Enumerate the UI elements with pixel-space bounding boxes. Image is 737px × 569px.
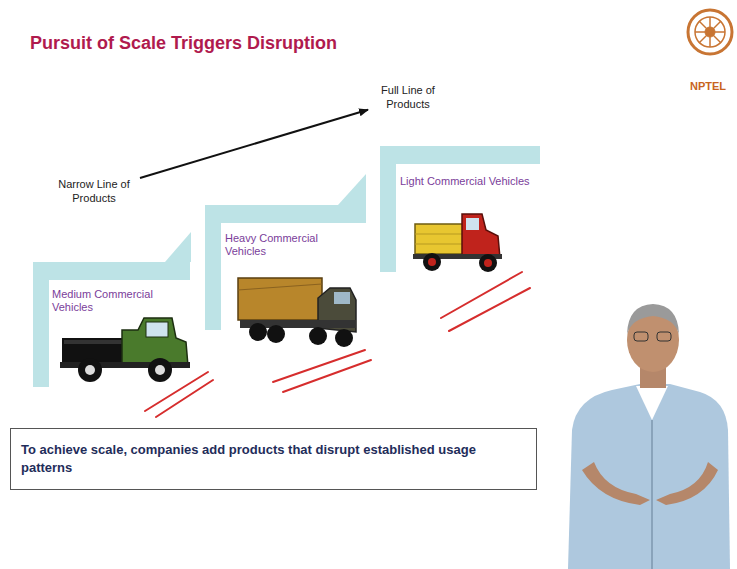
presenter xyxy=(636,386,668,420)
light-truck xyxy=(479,254,497,272)
range-label: Narrow Line of Products xyxy=(52,178,136,206)
presenter xyxy=(568,384,730,569)
light-truck xyxy=(423,253,441,271)
light-truck xyxy=(415,224,467,254)
caption-text: To achieve scale, companies add products… xyxy=(21,441,526,476)
nptel-logo xyxy=(688,10,732,54)
range-text: Full Line of Products xyxy=(372,84,444,112)
light-truck xyxy=(415,244,467,245)
semi-truck xyxy=(238,278,356,347)
step-shape xyxy=(33,262,190,387)
step-shape xyxy=(380,146,540,272)
red-underline xyxy=(145,372,208,411)
logo-text: NPTEL xyxy=(690,80,726,92)
semi-truck xyxy=(335,329,353,347)
red-underline xyxy=(441,272,522,318)
semi-truck xyxy=(238,284,322,290)
caption-box: To achieve scale, companies add products… xyxy=(10,428,537,490)
presenter xyxy=(582,462,650,505)
light-truck xyxy=(413,214,502,272)
light-truck xyxy=(462,214,500,258)
pickup-truck xyxy=(64,340,128,344)
red-underline xyxy=(449,288,530,331)
pickup-truck xyxy=(122,318,188,366)
step-label: Medium Commercial Vehicles xyxy=(52,288,178,314)
light-truck xyxy=(415,234,467,235)
presenter xyxy=(627,304,679,334)
product-step: Light Commercial Vehicles xyxy=(380,146,540,272)
nptel-logo xyxy=(699,21,721,43)
semi-truck xyxy=(309,327,327,345)
step-shape xyxy=(205,205,366,330)
nptel-logo xyxy=(688,10,732,54)
red-underline xyxy=(273,350,365,382)
step-shape xyxy=(380,146,540,272)
pickup-truck xyxy=(155,365,165,375)
step-wedge xyxy=(338,174,366,205)
step-label: Light Commercial Vehicles xyxy=(400,175,538,188)
presenter xyxy=(651,420,653,569)
pickup-truck xyxy=(85,365,95,375)
product-step: Medium Commercial Vehicles xyxy=(33,262,190,387)
step-label: Heavy Commercial Vehicles xyxy=(225,232,351,258)
light-truck xyxy=(428,258,436,266)
range-label: Full Line of Products xyxy=(372,84,444,112)
pickup-truck xyxy=(148,358,172,382)
light-truck xyxy=(484,259,492,267)
pickup-truck xyxy=(60,318,190,382)
trend-arrow xyxy=(140,110,368,178)
pickup-truck xyxy=(146,322,168,337)
step-wedge xyxy=(165,232,191,262)
step-shape xyxy=(205,205,366,330)
semi-truck xyxy=(238,278,322,320)
presenter xyxy=(656,462,718,505)
red-underline xyxy=(145,272,530,417)
presenter xyxy=(634,332,648,341)
slide-title: Pursuit of Scale Triggers Disruption xyxy=(30,33,337,54)
semi-truck xyxy=(267,325,285,343)
pickup-truck xyxy=(78,358,102,382)
semi-truck xyxy=(249,323,267,341)
red-underline xyxy=(283,360,371,392)
nptel-logo xyxy=(695,17,725,47)
red-underline xyxy=(156,380,213,417)
presenter xyxy=(657,332,671,341)
light-truck xyxy=(466,218,479,230)
step-shape xyxy=(33,262,190,387)
product-step: Heavy Commercial Vehicles xyxy=(205,205,366,330)
semi-truck xyxy=(334,292,350,304)
nptel-logo xyxy=(699,21,721,43)
range-text: Narrow Line of Products xyxy=(52,178,136,206)
presenter xyxy=(568,304,730,569)
